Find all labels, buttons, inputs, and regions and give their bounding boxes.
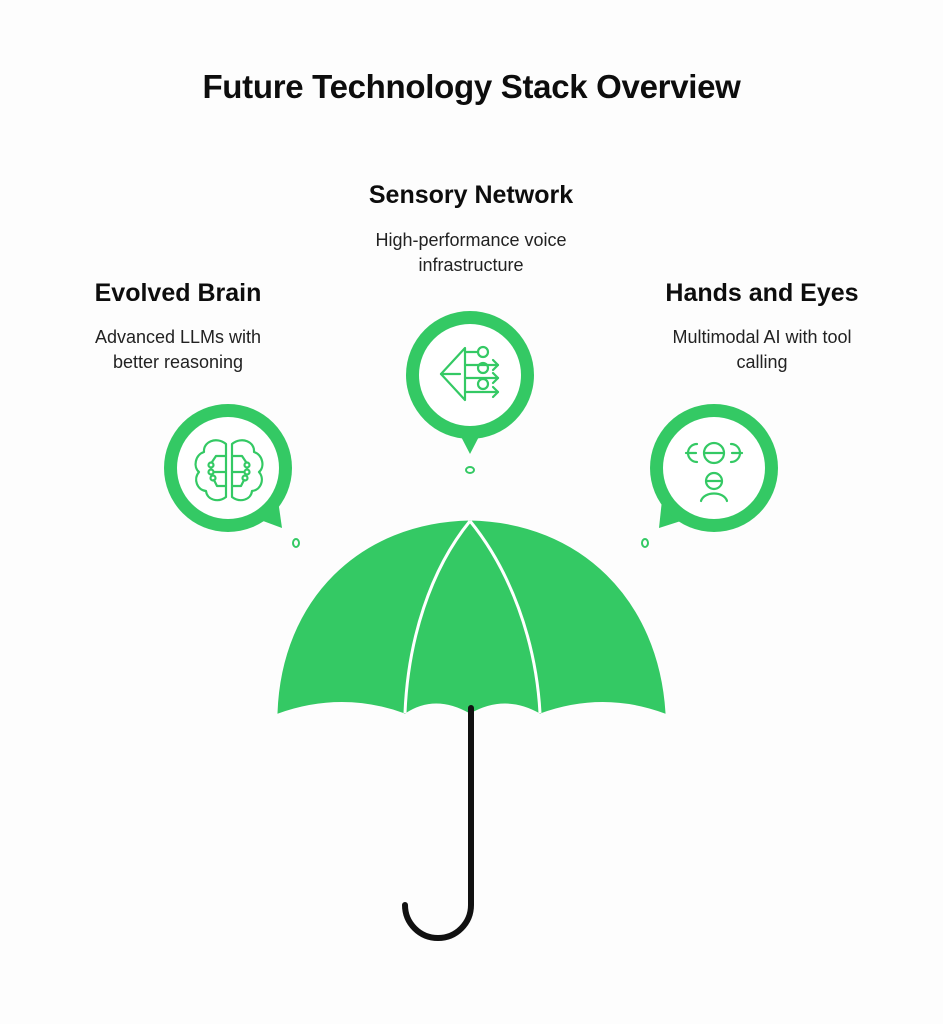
description-line: better reasoning (112, 352, 244, 372)
umbrella-handle (402, 705, 474, 941)
bubble-evolved-brain (164, 404, 300, 548)
description-line: calling (736, 352, 788, 372)
heading-sensory-network: Sensory Network (368, 181, 574, 209)
bubble-dot (641, 538, 649, 548)
description-line: High-performance voice (375, 230, 567, 250)
heading-hands-and-eyes: Hands and Eyes (665, 279, 859, 307)
umbrella-canopy (277, 520, 666, 714)
bubble-sensory-network (406, 311, 534, 474)
description-line: Multimodal AI with tool (672, 327, 852, 347)
brain-circuit-icon (194, 439, 264, 502)
description-line: infrastructure (418, 255, 524, 275)
vision-person-icon (684, 441, 744, 503)
description-evolved-brain: Advanced LLMs with better reasoning (28, 325, 328, 375)
page-title: Future Technology Stack Overview (202, 68, 741, 105)
heading-evolved-brain: Evolved Brain (94, 279, 262, 307)
bubble-dot (465, 466, 475, 474)
description-sensory-network: High-performance voice infrastructure (320, 228, 622, 278)
canopy-seam-left (403, 520, 472, 714)
bubble-hands-and-eyes (641, 404, 778, 548)
canopy-seam-right (468, 520, 542, 714)
description-line: Advanced LLMs with (94, 327, 262, 347)
description-hands-and-eyes: Multimodal AI with tool calling (612, 325, 912, 375)
network-branch-icon (439, 345, 500, 402)
bubble-dot (292, 538, 300, 548)
